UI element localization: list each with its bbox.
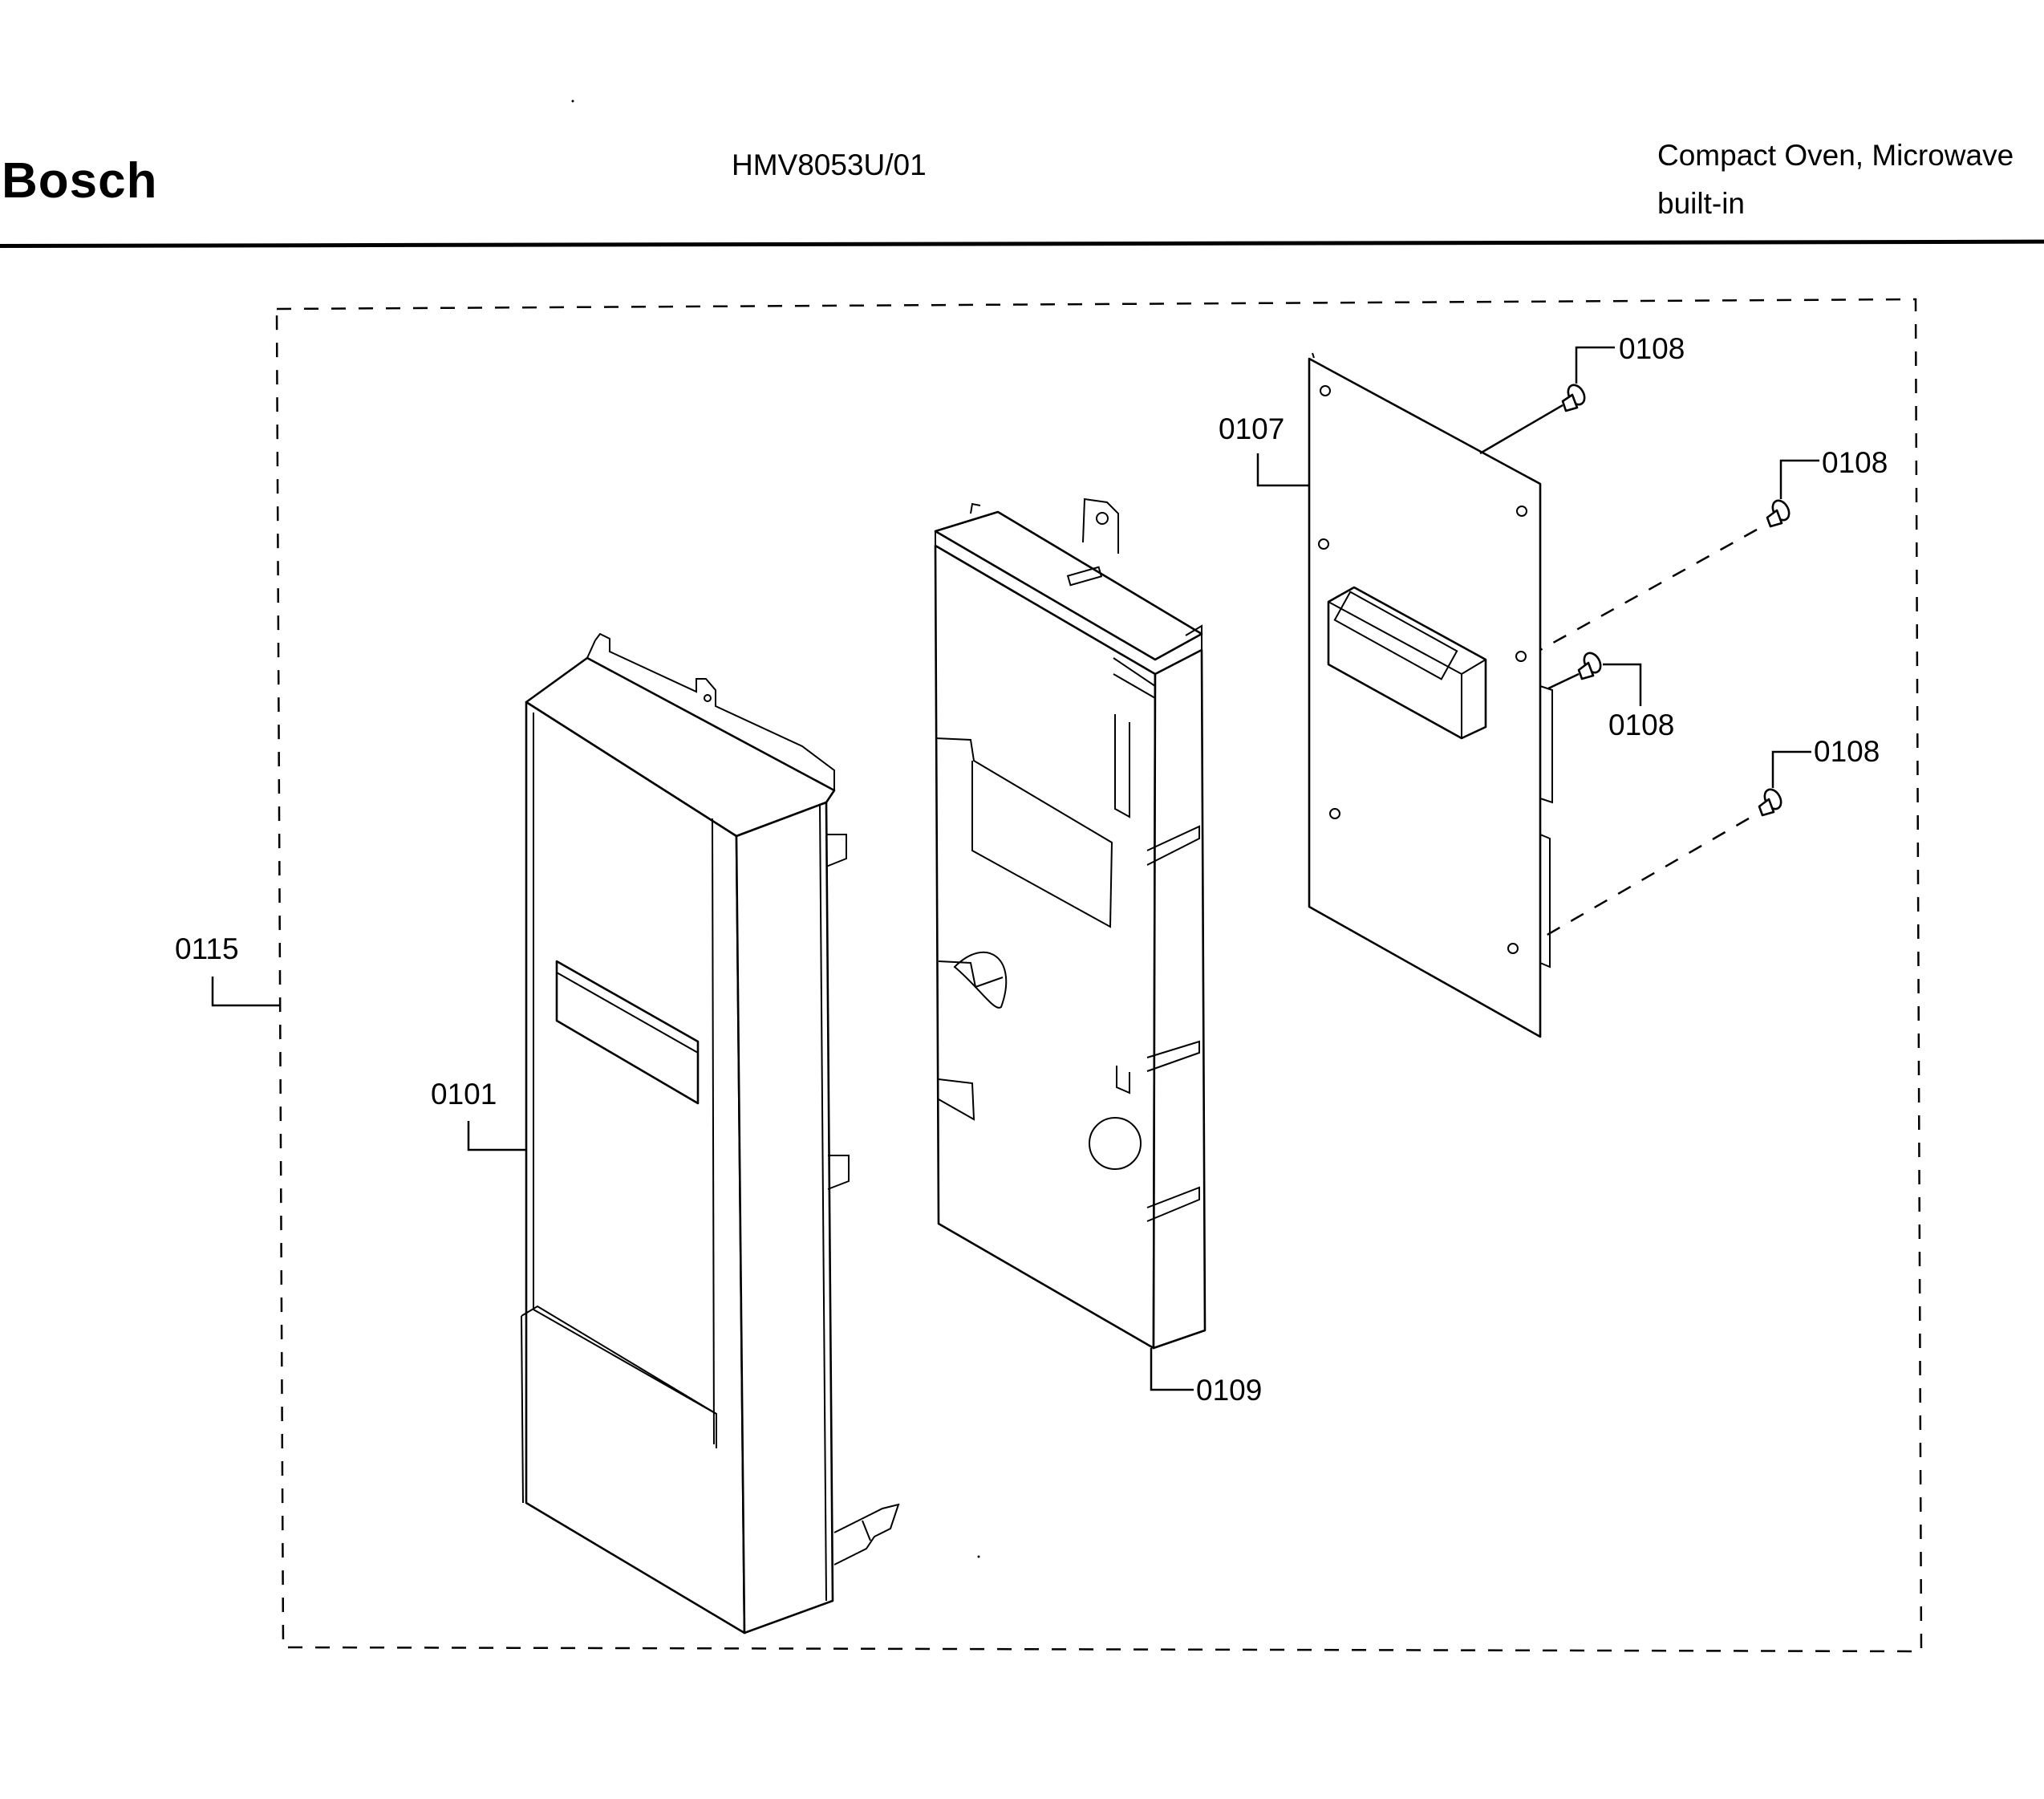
part-label-0115: 0115 bbox=[175, 932, 239, 965]
brand-name: Bosch bbox=[2, 153, 158, 209]
screw-guide-line-a bbox=[1479, 404, 1563, 455]
leader-line-0107 bbox=[1256, 453, 1309, 487]
part-0101-control-panel[interactable] bbox=[521, 632, 900, 1635]
part-label-0108-a: 0108 bbox=[1619, 332, 1685, 365]
scan-speck bbox=[571, 99, 574, 103]
product-description-line1: Compact Oven, Microwave bbox=[1657, 139, 2014, 172]
screw-guide-line-d bbox=[1539, 817, 1750, 940]
leader-line-0108-a bbox=[1575, 346, 1615, 384]
part-label-0108-d: 0108 bbox=[1814, 735, 1880, 768]
leader-line-0108-d bbox=[1771, 750, 1811, 788]
leader-line-0108-b bbox=[1779, 459, 1819, 499]
screw-0108-a[interactable] bbox=[1561, 382, 1588, 412]
part-0109-bracket[interactable] bbox=[934, 497, 1207, 1350]
screw-0108-b[interactable] bbox=[1766, 497, 1792, 528]
leader-line-0109 bbox=[1150, 1348, 1194, 1391]
part-label-0108-b: 0108 bbox=[1822, 446, 1888, 479]
leader-line-0115 bbox=[211, 977, 281, 1007]
screw-guide-line-c bbox=[1547, 672, 1580, 690]
screw-0108-c[interactable] bbox=[1577, 650, 1604, 680]
assembly-boundary bbox=[275, 298, 1923, 1653]
screw-guide-line-b bbox=[1539, 528, 1758, 652]
part-label-0108-c: 0108 bbox=[1608, 709, 1674, 741]
leader-line-0108-c bbox=[1603, 663, 1642, 706]
part-label-0107: 0107 bbox=[1219, 412, 1284, 445]
part-label-0109: 0109 bbox=[1196, 1374, 1262, 1407]
product-description-line2: built-in bbox=[1657, 187, 1745, 220]
screw-0108-d[interactable] bbox=[1758, 786, 1784, 817]
part-0107-circuit-board[interactable] bbox=[1308, 352, 1553, 1038]
leader-line-0101 bbox=[467, 1121, 526, 1151]
model-number: HMV8053U/01 bbox=[732, 148, 927, 181]
part-label-0101: 0101 bbox=[431, 1078, 497, 1111]
scan-speck bbox=[977, 1555, 980, 1558]
